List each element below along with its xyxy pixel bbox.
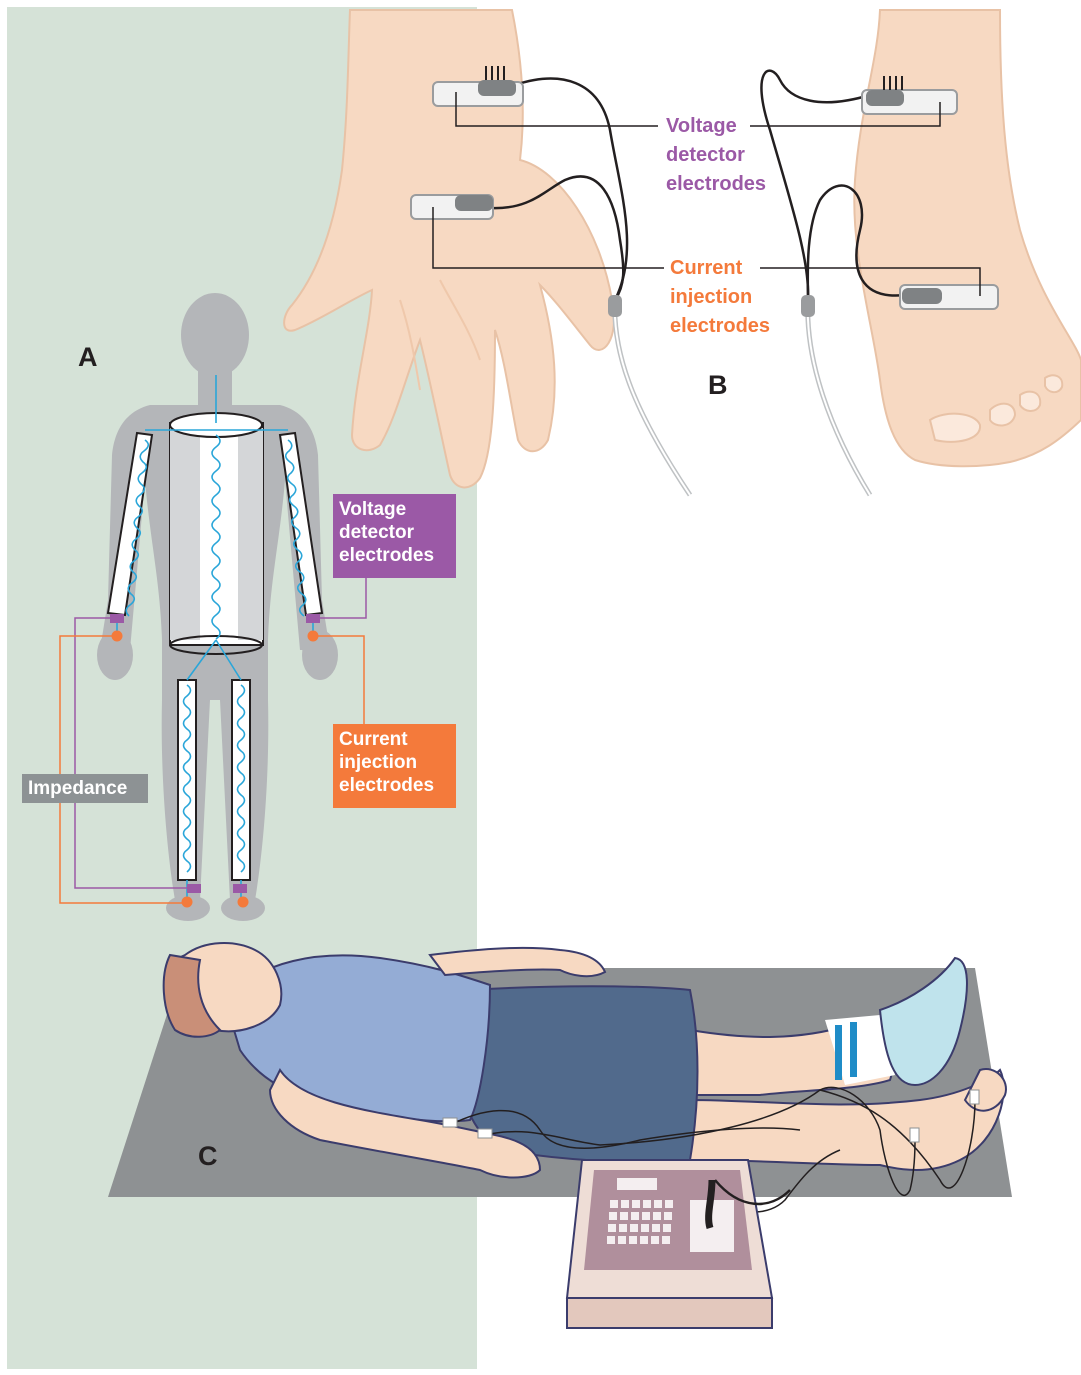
panel-b-current-label: Current injection electrodes [670,254,770,341]
panel-a-voltage-label: Voltage detector electrodes [333,494,456,578]
panel-a-current-label: Current injection electrodes [333,724,456,808]
panel-label-c: C [198,1141,218,1172]
panel-b-voltage-label: Voltage detector electrodes [666,112,766,199]
panel-label-a: A [78,342,98,373]
foot-illustration [854,10,1081,466]
panel-a-impedance-label: Impedance [22,774,148,803]
foot-shape [854,10,1081,466]
panel-label-b: B [708,370,728,401]
